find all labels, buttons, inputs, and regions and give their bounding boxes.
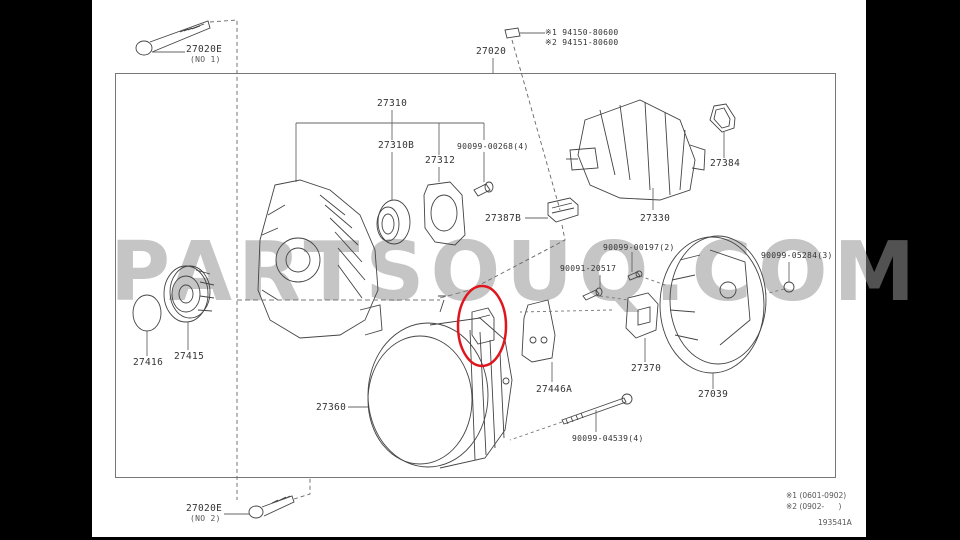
label-94151-80600[interactable]: ※2 94151-80600	[545, 38, 619, 47]
footnote-2-text: (0902- )	[799, 502, 842, 511]
label-27310b[interactable]: 27310B	[378, 140, 415, 151]
label-27020e-no1[interactable]: 27020E	[186, 44, 223, 55]
qualifier-27020e-no1: (NO 1)	[190, 55, 221, 64]
label-27387b[interactable]: 27387B	[485, 213, 522, 224]
watermark: PARTSOUQ.COM	[110, 225, 922, 320]
label-27416[interactable]: 27416	[133, 357, 164, 368]
label-27039[interactable]: 27039	[698, 389, 729, 400]
label-90099-04539[interactable]: 90099-04539(4)	[572, 434, 644, 443]
label-90099-05284[interactable]: 90099-05284(3)	[761, 251, 833, 260]
label-27370[interactable]: 27370	[631, 363, 662, 374]
label-27330[interactable]: 27330	[640, 213, 671, 224]
label-27446a[interactable]: 27446A	[536, 384, 573, 395]
label-27020e-no2[interactable]: 27020E	[186, 503, 223, 514]
assembly-frame	[115, 73, 836, 478]
label-27360[interactable]: 27360	[316, 402, 347, 413]
label-27310[interactable]: 27310	[377, 98, 408, 109]
label-27020[interactable]: 27020	[476, 46, 507, 57]
label-27312[interactable]: 27312	[425, 155, 456, 166]
label-94150-80600[interactable]: ※1 94150-80600	[545, 28, 619, 37]
label-27415[interactable]: 27415	[174, 351, 205, 362]
footnote-1: ※1 (0601-0902)	[786, 491, 846, 501]
footnote-1-text: (0601-0902)	[799, 491, 847, 500]
label-90091-20517[interactable]: 90091-20517	[560, 264, 617, 273]
footnote-1-mark: ※1	[786, 491, 798, 500]
footnote-2: ※2 (0902- )	[786, 502, 841, 512]
qualifier-27020e-no2: (NO 2)	[190, 514, 221, 523]
figure-id: 193541A	[818, 518, 852, 527]
label-90099-00197[interactable]: 90099-00197(2)	[603, 243, 675, 252]
label-27384[interactable]: 27384	[710, 158, 741, 169]
label-90099-00268[interactable]: 90099-00268(4)	[457, 142, 529, 151]
footnote-2-mark: ※2	[786, 502, 798, 511]
